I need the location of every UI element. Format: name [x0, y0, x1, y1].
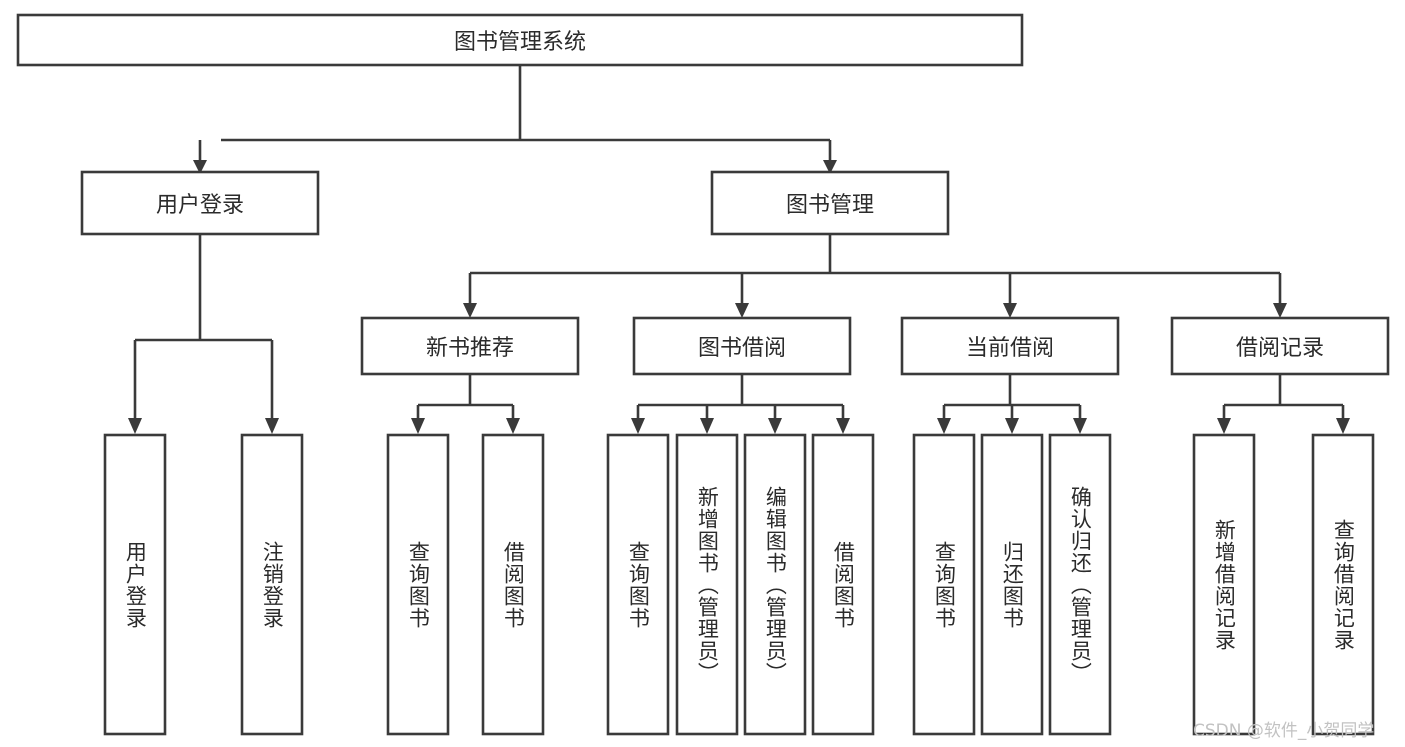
node-box-leaf-add-book[interactable] — [675, 433, 739, 736]
node-box-leaf-query-book-1[interactable] — [386, 433, 450, 736]
arrow-head-book-borrow — [735, 303, 749, 318]
node-label-book-borrow: 图书借阅 — [697, 336, 786, 361]
arrow-head-new-book-recommend — [463, 303, 477, 318]
node-box-leaf-borrow-book-1[interactable] — [481, 433, 545, 736]
node-label-borrow-record: 借阅记录 — [1235, 336, 1324, 361]
arrow-head-leaf-query-book-2 — [631, 418, 645, 434]
node-label-book-management: 图书管理 — [785, 193, 874, 218]
box-layer — [16, 13, 1390, 736]
node-label-user-login: 用户登录 — [155, 193, 244, 218]
arrow-head-leaf-borrow-book-2 — [836, 418, 850, 434]
connector-bookborrow-to-leaves — [636, 374, 845, 423]
node-box-leaf-add-record[interactable] — [1192, 433, 1256, 736]
watermark-text: CSDN @软件_小贺同学 — [1193, 721, 1375, 741]
connector-bookmanagement-to-level3 — [468, 234, 1282, 307]
node-box-book-management[interactable] — [710, 170, 950, 236]
node-box-leaf-edit-book[interactable] — [743, 433, 807, 736]
node-box-leaf-query-book-2[interactable] — [606, 433, 670, 736]
connector-userlogin-to-leaves — [133, 234, 274, 423]
connector-layer — [128, 65, 1350, 434]
node-box-borrow-record[interactable] — [1170, 316, 1390, 376]
arrow-head-borrow-record — [1273, 303, 1287, 318]
connector-currentborrow-to-leaves — [942, 374, 1082, 423]
connector-root-to-level2 — [198, 65, 832, 163]
node-box-leaf-user-login[interactable] — [103, 433, 167, 736]
arrow-head-user-login — [193, 160, 207, 174]
arrow-head-leaf-add-record — [1217, 418, 1231, 434]
connector-borrowrecord-to-leaves — [1222, 374, 1345, 423]
node-box-leaf-query-book-3[interactable] — [912, 433, 976, 736]
arrow-head-leaf-borrow-book-1 — [506, 418, 520, 434]
arrow-head-book-management — [823, 160, 837, 174]
node-box-user-login[interactable] — [80, 170, 320, 236]
connector-newbook-to-leaves — [416, 374, 515, 423]
node-box-root[interactable] — [16, 13, 1024, 67]
arrow-head-current-borrow — [1003, 303, 1017, 318]
arrow-head-leaf-confirm-return — [1073, 418, 1087, 434]
arrow-head-leaf-query-book-3 — [937, 418, 951, 434]
node-box-leaf-query-record[interactable] — [1311, 433, 1375, 736]
node-box-leaf-logout[interactable] — [240, 433, 304, 736]
node-box-leaf-borrow-book-2[interactable] — [811, 433, 875, 736]
arrow-head-leaf-query-record — [1336, 418, 1350, 434]
arrow-head-leaf-logout — [265, 418, 279, 434]
node-box-new-book-recommend[interactable] — [360, 316, 580, 376]
node-box-current-borrow[interactable] — [900, 316, 1120, 376]
node-label-new-book-recommend: 新书推荐 — [425, 336, 514, 361]
arrow-head-leaf-query-book-1 — [411, 418, 425, 434]
node-box-leaf-confirm-return[interactable] — [1048, 433, 1112, 736]
arrow-head-leaf-user-login — [128, 418, 142, 434]
arrow-head-leaf-edit-book — [768, 418, 782, 434]
node-label-root: 图书管理系统 — [453, 30, 586, 55]
arrow-head-leaf-return-book — [1005, 418, 1019, 434]
node-box-leaf-return-book[interactable] — [980, 433, 1044, 736]
node-label-current-borrow: 当前借阅 — [965, 336, 1054, 361]
arrow-head-leaf-add-book — [700, 418, 714, 434]
node-box-book-borrow[interactable] — [632, 316, 852, 376]
